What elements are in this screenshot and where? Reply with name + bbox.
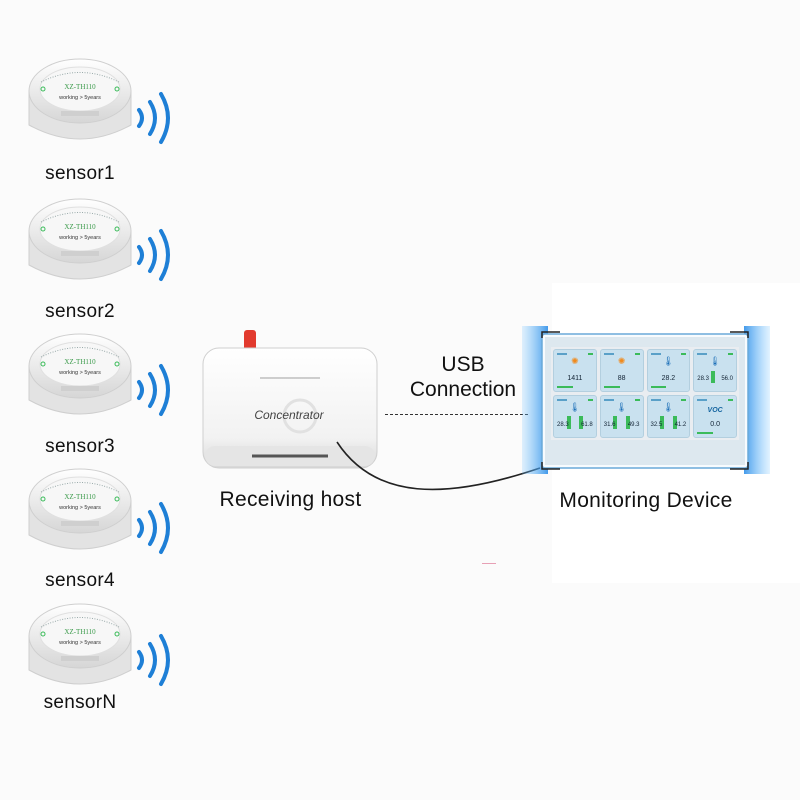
sensor-label: sensor3 <box>45 436 115 457</box>
thermometer-icon: 🌡 <box>662 356 675 366</box>
sensor-device: XZ-TH110 working > 5years <box>25 195 135 287</box>
voc-icon: VOC <box>707 407 723 414</box>
sensor-label: sensor2 <box>45 301 115 322</box>
monitoring-device-label: Monitoring Device <box>559 489 733 512</box>
stray-mark <box>482 563 496 564</box>
sensor-model-text: XZ-TH110 <box>64 493 96 501</box>
host-device-text: Concentrator <box>254 408 324 422</box>
thermo-humidity-icon: 🌡 <box>662 402 675 412</box>
usb-cable <box>336 441 541 491</box>
dashboard-tile[interactable]: 🌡28.2 <box>646 349 691 392</box>
sensor-label: sensorN <box>43 692 117 713</box>
sensor-device: XZ-TH110 working > 5years <box>25 330 135 422</box>
wireless-signal-icon <box>133 88 183 148</box>
antenna-led <box>244 330 256 352</box>
sun-icon: ✺ <box>617 356 626 366</box>
usb-label-line1: USB <box>441 353 485 376</box>
receiving-host-label: Receiving host <box>219 488 362 511</box>
wireless-signal-icon <box>133 498 183 558</box>
wireless-signal-icon <box>133 630 183 690</box>
sensor-model-text: XZ-TH110 <box>64 358 96 366</box>
sun-icon: ✺ <box>571 356 579 366</box>
sensor-device: XZ-TH110 working > 5years <box>25 55 135 147</box>
thermo-humidity-icon: 🌡 <box>709 356 721 366</box>
sensor-label: sensor4 <box>45 570 115 591</box>
thermo-humidity-icon: 🌡 <box>615 402 628 412</box>
sensor-note-text: working > 5years <box>59 505 101 511</box>
usb-dashed-line <box>385 414 528 415</box>
receiving-host-device: Concentrator <box>200 322 380 470</box>
sensor-note-text: working > 5years <box>59 235 101 241</box>
usb-label-line2: Connection <box>409 378 517 401</box>
sensor-model-text: XZ-TH110 <box>64 223 96 231</box>
sensor-note-text: working > 5years <box>59 95 101 101</box>
wireless-signal-icon <box>133 360 183 420</box>
sensor-note-text: working > 5years <box>59 640 101 646</box>
wireless-signal-icon <box>133 225 183 285</box>
sensor-note-text: working > 5years <box>59 370 101 376</box>
sensor-model-text: XZ-TH110 <box>64 628 96 636</box>
sensor-device: XZ-TH110 working > 5years <box>25 465 135 557</box>
thermo-humidity-icon: 🌡 <box>569 402 581 412</box>
dashboard-tile[interactable]: ✺1411 <box>553 349 597 392</box>
usb-connection-label: USB Connection <box>396 352 530 402</box>
sensor-model-text: XZ-TH110 <box>64 83 96 91</box>
sensor-device: XZ-TH110 working > 5years <box>25 600 135 692</box>
sensor-label: sensor1 <box>45 163 115 184</box>
dashboard-tile[interactable]: ✺88 <box>599 349 644 392</box>
